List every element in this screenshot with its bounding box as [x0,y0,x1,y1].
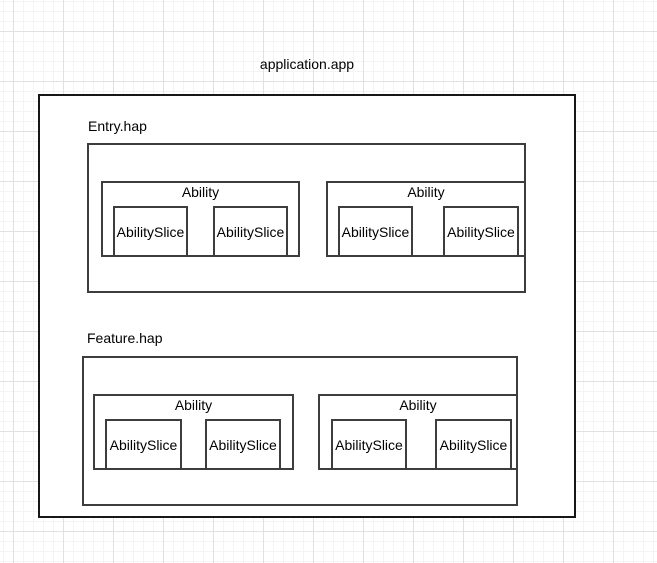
ability-slice-box: AbilitySlice [105,419,182,470]
ability-slice-box: AbilitySlice [331,419,407,470]
ability-slice-box: AbilitySlice [338,206,413,257]
ability-label: Ability [407,184,445,200]
ability-box: Ability AbilitySlice AbilitySlice [101,181,300,257]
ability-box: Ability AbilitySlice AbilitySlice [326,181,526,257]
ability-label: Ability [174,397,213,413]
application-title: application.app [259,56,355,72]
ability-label: Ability [181,184,220,200]
ability-slice-box: AbilitySlice [205,419,281,470]
ability-box: Ability AbilitySlice AbilitySlice [93,394,294,470]
ability-slice-box: AbilitySlice [435,419,512,470]
ability-slice-box: AbilitySlice [443,206,519,257]
ability-slice-box: AbilitySlice [113,206,188,257]
hap-label: Entry.hap [88,118,147,134]
ability-slice-box: AbilitySlice [213,206,288,257]
ability-label: Ability [399,397,437,413]
hap-label: Feature.hap [87,330,163,346]
ability-box: Ability AbilitySlice AbilitySlice [318,394,518,470]
